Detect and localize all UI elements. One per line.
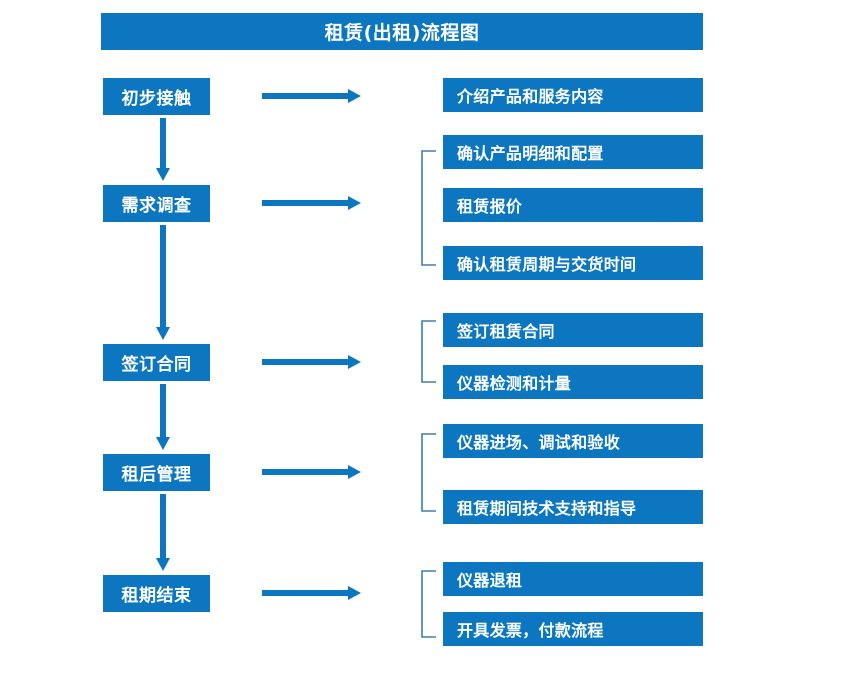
vertical-arrow-2 [155, 225, 171, 341]
detail-box-10[interactable]: 开具发票，付款流程 [443, 612, 703, 646]
horizontal-arrow-2 [262, 195, 362, 211]
group-bracket-3 [420, 320, 438, 383]
detail-box-1[interactable]: 介绍产品和服务内容 [443, 78, 703, 112]
page-title: 租赁(出租)流程图 [101, 13, 703, 50]
horizontal-arrow-4 [262, 464, 362, 480]
detail-box-9[interactable]: 仪器退租 [443, 562, 703, 596]
detail-box-6[interactable]: 仪器检测和计量 [443, 365, 703, 399]
vertical-arrow-1 [155, 118, 171, 182]
detail-box-2[interactable]: 确认产品明细和配置 [443, 135, 703, 169]
detail-box-7[interactable]: 仪器进场、调试和验收 [443, 424, 703, 458]
stage-box-2[interactable]: 需求调查 [103, 185, 210, 222]
detail-box-3[interactable]: 租赁报价 [443, 188, 703, 222]
group-bracket-2 [420, 150, 438, 266]
horizontal-arrow-5 [262, 585, 362, 601]
vertical-arrow-3 [155, 384, 171, 451]
stage-box-5[interactable]: 租期结束 [103, 575, 210, 612]
group-bracket-4 [420, 433, 438, 512]
detail-box-4[interactable]: 确认租赁周期与交货时间 [443, 246, 703, 280]
stage-box-1[interactable]: 初步接触 [103, 78, 210, 115]
horizontal-arrow-1 [262, 88, 362, 104]
vertical-arrow-4 [155, 494, 171, 572]
detail-box-8[interactable]: 租赁期间技术支持和指导 [443, 490, 703, 524]
detail-box-5[interactable]: 签订租赁合同 [443, 313, 703, 347]
stage-box-4[interactable]: 租后管理 [103, 454, 210, 491]
horizontal-arrow-3 [262, 354, 362, 370]
stage-box-3[interactable]: 签订合同 [103, 344, 210, 381]
group-bracket-5 [420, 570, 438, 638]
